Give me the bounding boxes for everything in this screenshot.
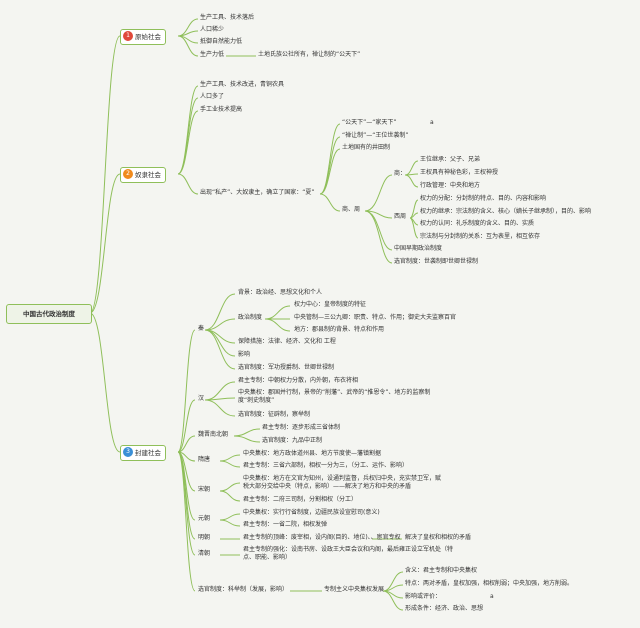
- node[interactable]: 出现“私产”、大奴隶主，确立了国家：“夏”: [200, 189, 315, 196]
- node[interactable]: 生产工具、技术改进，青铜农具: [200, 81, 285, 88]
- node[interactable]: 选官制度：军功授爵制、世卿世禄制: [238, 364, 335, 371]
- node[interactable]: 特点：两对矛盾，皇权加强，相权削弱；中央加强，地方削弱。: [405, 580, 574, 587]
- node[interactable]: 影响或评价：: [405, 593, 442, 600]
- node[interactable]: 含义：君主专制和中央集权: [405, 567, 478, 574]
- node[interactable]: 王位继承：父子、兄弟: [420, 156, 481, 163]
- root-topic[interactable]: 中国古代政治制度: [6, 304, 92, 324]
- node[interactable]: 生产工具、技术落后: [200, 14, 255, 21]
- node[interactable]: 宗法制与分封制的关系：互为表里，相互依存: [420, 233, 541, 240]
- node[interactable]: 行政管理：中央和地方: [420, 182, 481, 189]
- node[interactable]: 背景：政治经、思想文化和个人: [238, 289, 323, 296]
- node[interactable]: 解决了皇权和相权的矛盾: [405, 534, 472, 541]
- node[interactable]: “公天下”—“家天下”: [342, 119, 397, 126]
- node[interactable]: 君主专制：逐步形成三省体制: [262, 424, 341, 431]
- node[interactable]: 政治制度: [238, 314, 263, 321]
- node-dynasty[interactable]: 宋朝: [198, 486, 211, 493]
- node-dynasty[interactable]: 清朝: [198, 550, 211, 557]
- branch-label: 原始社会: [135, 33, 161, 41]
- node[interactable]: 人口稀少: [200, 26, 225, 33]
- node[interactable]: 中央集权：郡国并行制，景帝的“削藩”、武帝的“推恩令”、地方的监察制度“刺史制度…: [238, 389, 431, 404]
- node-dynasty[interactable]: 明朝: [198, 534, 211, 541]
- branch-label: 奴隶社会: [135, 171, 161, 179]
- node-dynasty[interactable]: 汉: [198, 395, 205, 402]
- node[interactable]: 权力的认同：礼乐制度的含义、目的、实质: [420, 220, 535, 227]
- node[interactable]: 抵御自然能力低: [200, 38, 243, 45]
- node[interactable]: 权力的分配：分封制的特点、目的、内容和影响: [420, 195, 547, 202]
- node[interactable]: 土地国有的井田制: [342, 144, 391, 151]
- node-marker: a: [430, 119, 434, 126]
- node[interactable]: 君主专制：中朝权力分散，内外朝，布衣将相: [238, 377, 359, 384]
- node-dynasty[interactable]: 秦: [198, 325, 205, 332]
- node[interactable]: 商、周: [342, 206, 361, 213]
- node[interactable]: 手工业技术提高: [200, 106, 243, 113]
- node[interactable]: 西周: [394, 213, 407, 220]
- branch-label: 封建社会: [135, 449, 161, 457]
- node[interactable]: 土地氏族公社所有，禅让制的“公天下”: [258, 51, 361, 58]
- node[interactable]: 选官制度：世袭制即世卿世禄制: [394, 258, 479, 265]
- node[interactable]: 中央集权：地方政体道州县、地方节度使—藩镇割据: [243, 450, 382, 457]
- number-badge-1: 1: [123, 31, 133, 41]
- node[interactable]: 中央管制—三公九卿：职责、特点、作用；御史大夫监察百官: [294, 314, 457, 321]
- node[interactable]: 地方：郡县制的背景、特点和作用: [294, 326, 385, 333]
- node[interactable]: 选官制度：九品中正制: [262, 437, 323, 444]
- node[interactable]: 影响: [238, 351, 251, 358]
- node[interactable]: 选官制度：科举制（发展，影响）: [198, 586, 289, 593]
- node[interactable]: 君主专制的强化：设南书房、设政王大臣会议和内阁，最后雍正设立军机处（特点、职能、…: [243, 546, 454, 561]
- node[interactable]: 中央集权：地方在文官为知州，设通判监督，兵权归中央，充实禁卫军，赋税大部分交给中…: [243, 475, 442, 490]
- node[interactable]: 中央集权：实行行省制度，边疆民族设宣慰司(意义): [243, 509, 380, 516]
- node-dynasty[interactable]: 元朝: [198, 515, 211, 522]
- node[interactable]: 王权具有神秘色彩，王权神授: [420, 169, 499, 176]
- node-dynasty[interactable]: 魏晋南北朝: [198, 431, 229, 438]
- node[interactable]: 中国早期政治制度: [394, 245, 443, 252]
- node[interactable]: 专制主义中央集权发展: [324, 586, 385, 593]
- node[interactable]: 选官制度：征辟制，察举制: [238, 411, 311, 418]
- node[interactable]: 君主专制：二府三司制，分割相权（分工）: [243, 496, 358, 503]
- node-dynasty[interactable]: 隋唐: [198, 456, 211, 463]
- node[interactable]: 权力的继承：宗法制的含义、核心（嫡长子继承制），目的、影响: [420, 208, 592, 215]
- node[interactable]: 形成条件：经济、政治、思想: [405, 605, 484, 612]
- node[interactable]: 商：: [394, 170, 407, 177]
- node[interactable]: 权力中心：皇帝制度的特征: [294, 301, 367, 308]
- node[interactable]: 君主专制的顶峰：废宰相，设内阁(目的、地位)、、宦官专权: [243, 534, 401, 541]
- node[interactable]: 君主专制：三省六部制，相权一分为三，（分工、运作、影响）: [243, 462, 409, 469]
- number-badge-3: 3: [123, 447, 133, 457]
- node[interactable]: 保障措施：法律、经济、文化和 工程: [238, 338, 336, 345]
- node[interactable]: “禅让制”—“王位世袭制”: [342, 132, 409, 139]
- node[interactable]: 人口多了: [200, 93, 225, 100]
- node-marker: a: [490, 593, 494, 600]
- node[interactable]: 生产力低: [200, 51, 225, 58]
- node[interactable]: 君主专制：一省二院，相权发弹: [243, 521, 328, 528]
- number-badge-2: 2: [123, 169, 133, 179]
